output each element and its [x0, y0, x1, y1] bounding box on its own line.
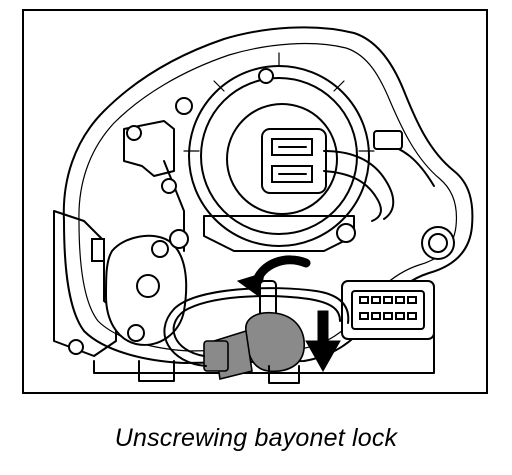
- figure-caption: Unscrewing bayonet lock: [114, 424, 398, 452]
- upper-left-bracket: [123, 120, 175, 177]
- cap-screw-top-left: [175, 97, 193, 115]
- cap-screw-left: [161, 178, 177, 194]
- adjuster-screw-top: [151, 240, 169, 258]
- housing-bottom-ledge: [93, 310, 435, 374]
- bulb-wire-loop-2: [163, 287, 350, 367]
- adjuster-center-hole: [136, 274, 160, 298]
- bottom-clip-right: [268, 365, 300, 384]
- headlamp-rear-drawing: [53, 26, 474, 384]
- cap-screw-top: [258, 68, 274, 84]
- bracket-screw-right: [336, 223, 356, 243]
- bulb-holder-plug: [203, 340, 229, 372]
- main-connector-face: [351, 290, 425, 330]
- upper-left-screw: [126, 125, 142, 141]
- left-clip: [91, 238, 105, 262]
- adjuster-screw-bottom: [127, 324, 145, 342]
- upper-wire-harness: [323, 150, 395, 220]
- bulb-holder: [245, 311, 305, 373]
- illustration-frame: [22, 9, 488, 394]
- connector-pin-row-top: [359, 296, 417, 304]
- down-arrow-icon: [305, 310, 341, 373]
- left-screw-lower: [68, 339, 84, 355]
- headlamp-housing-outline: [62, 26, 474, 364]
- cap-connector-pins: [278, 146, 307, 175]
- right-cable-plug: [373, 130, 403, 150]
- bulb-wire-loop: [172, 295, 341, 357]
- upper-wire-harness-2: [323, 170, 382, 222]
- bottom-clip-left: [138, 360, 175, 382]
- connector-pin-row-bottom: [359, 312, 417, 320]
- lower-cap-bracket: [203, 215, 355, 252]
- cover-cap-tabs: [183, 52, 375, 152]
- bracket-screw-left: [169, 229, 189, 249]
- housing-inner-edge: [78, 42, 458, 352]
- right-boss-inner: [428, 233, 448, 253]
